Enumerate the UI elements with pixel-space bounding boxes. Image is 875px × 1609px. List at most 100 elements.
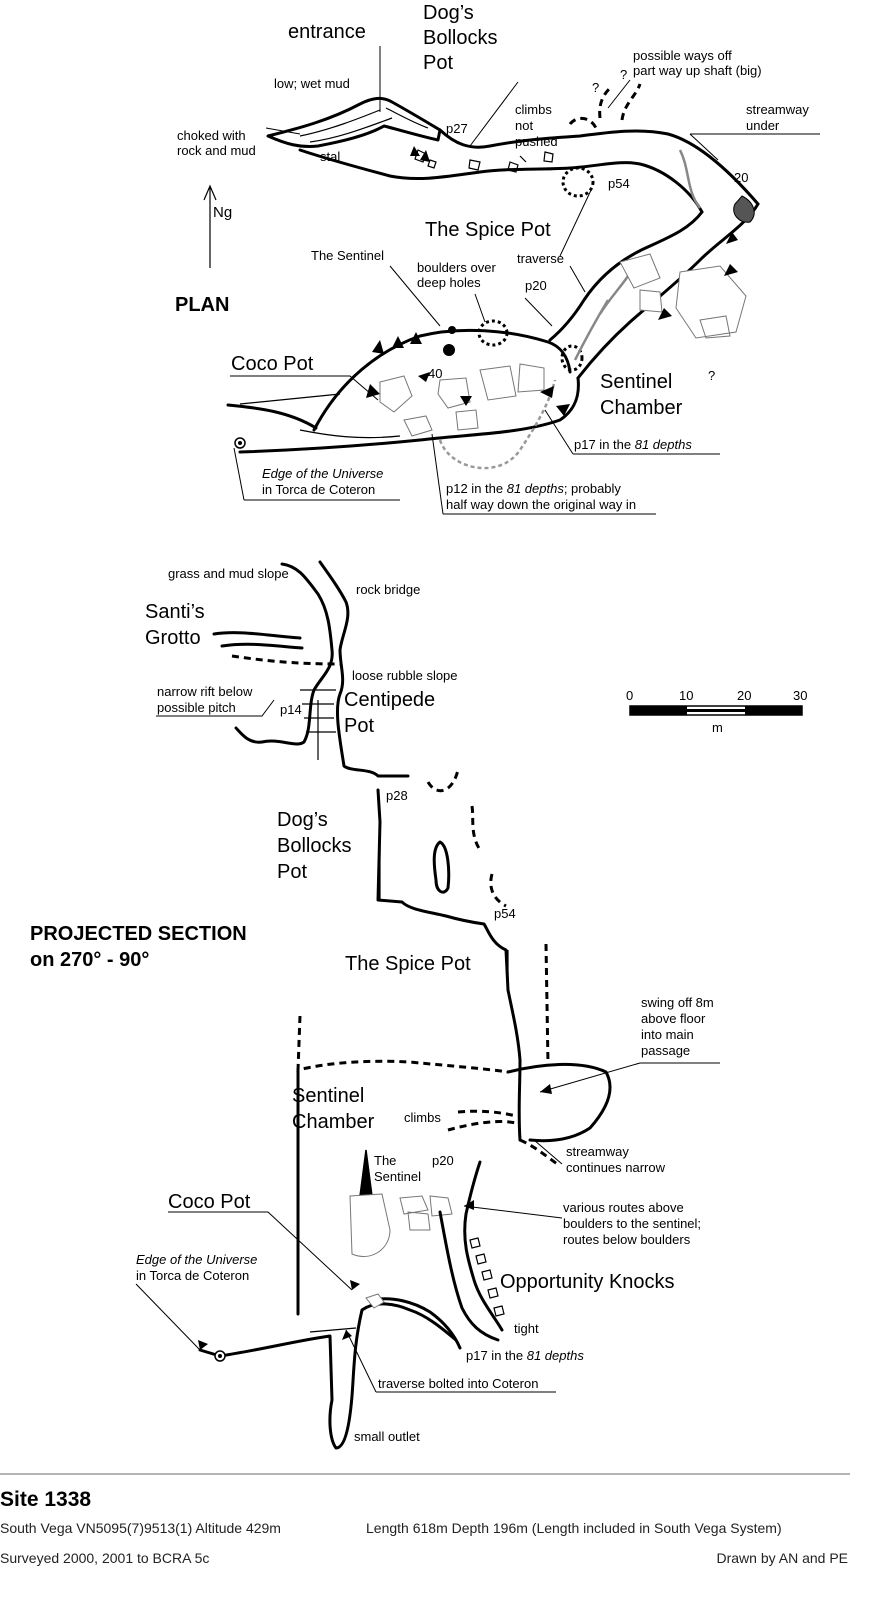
- section-label-various-3: routes below boulders: [563, 1232, 691, 1247]
- plan-p12-route: [438, 379, 557, 470]
- plan-sentinel-chamber-north: [312, 328, 572, 432]
- section-label-sentinel-1: The: [374, 1153, 396, 1168]
- plan-label-choked-2: rock and mud: [177, 143, 256, 158]
- plan-label-choked-1: choked with: [177, 128, 246, 143]
- section-label-santis-1: Santi’s: [145, 601, 205, 623]
- plan-label-climbs-2: not: [515, 118, 533, 133]
- section-label-various-1: various routes above: [563, 1200, 684, 1215]
- section-label-p20: p20: [432, 1153, 454, 1168]
- plan-label-chamber-1: Sentinel: [600, 371, 672, 393]
- scale-bar-segment-3: [745, 706, 802, 715]
- section-label-swing-1: swing off 8m: [641, 995, 714, 1010]
- section-label-chamber-2: Chamber: [292, 1111, 375, 1133]
- section-grotto-floor: [231, 654, 341, 666]
- plan-label-p12-2: half way down the original way in: [446, 497, 636, 512]
- plan-sentinel-marker-1: [448, 326, 456, 334]
- scale-bar-segment-1: [630, 706, 687, 715]
- plan-coco-pot-passage-south: [238, 376, 580, 454]
- section-climbs: [447, 1109, 521, 1132]
- scale-bar: 0 10 20 30 m: [626, 688, 807, 735]
- plan-heading: PLAN: [175, 294, 229, 316]
- section-edge-of-universe-dot: [218, 1354, 222, 1358]
- section-opportunity-west-wall: [438, 1210, 500, 1342]
- plan-label-q3: ?: [708, 368, 715, 383]
- plan-right-passage-west: [548, 210, 704, 342]
- section-label-narrow-2: possible pitch: [157, 700, 236, 715]
- plan-label-q1: ?: [592, 80, 599, 95]
- plan-label-depth-20: 20: [734, 170, 748, 185]
- section-label-dogs-1: Dog’s: [277, 809, 328, 831]
- plan-label-depth-40: 40: [428, 366, 442, 381]
- plan-label-spice-pot: The Spice Pot: [425, 219, 551, 241]
- section-label-small-outlet: small outlet: [354, 1429, 420, 1444]
- survey-footer: Site 1338 South Vega VN5095(7)9513(1) Al…: [0, 1473, 850, 1566]
- plan-label-stal: stal: [320, 149, 340, 164]
- section-heading-1: PROJECTED SECTION: [30, 923, 247, 945]
- plan-label-entrance: entrance: [288, 21, 366, 43]
- plan-label-edge-1: Edge of the Universe: [262, 466, 383, 481]
- section-sentinel-stalagmite: [359, 1149, 373, 1197]
- scale-bar-segment-2: [687, 709, 745, 712]
- scale-unit: m: [712, 720, 723, 735]
- section-label-edge-1: Edge of the Universe: [136, 1252, 257, 1267]
- scale-tick-0: 0: [626, 688, 633, 703]
- section-boulders: [349, 1193, 453, 1257]
- plan-right-passage-east: [576, 202, 760, 380]
- section-label-tight: tight: [514, 1321, 539, 1336]
- section-label-climbs: climbs: [404, 1110, 441, 1125]
- section-spice-pot-west-wall: [506, 988, 522, 1142]
- section-label-rock-bridge: rock bridge: [356, 582, 420, 597]
- section-label-santis-2: Grotto: [145, 627, 201, 649]
- section-label-chamber-1: Sentinel: [292, 1085, 364, 1107]
- plan-label-p20: p20: [525, 278, 547, 293]
- section-label-centipede-1: Centipede: [344, 689, 435, 711]
- scale-tick-30: 30: [793, 688, 807, 703]
- section-label-streamway-2: continues narrow: [566, 1160, 666, 1175]
- plan-boulder-hole-1: [477, 319, 509, 347]
- plan-label-climbs-1: climbs: [515, 102, 552, 117]
- section-label-p54: p54: [494, 906, 516, 921]
- section-p17-passage: [370, 1297, 462, 1350]
- section-label-opportunity: Opportunity Knocks: [500, 1271, 675, 1293]
- section-opportunity-east-wall: [463, 1160, 504, 1332]
- section-dogs-pot-pillar: [432, 840, 451, 894]
- section-label-traverse: traverse bolted into Coteron: [378, 1376, 538, 1391]
- plan-label-chamber-2: Chamber: [600, 397, 683, 419]
- plan-label-possible-2: part way up shaft (big): [633, 63, 762, 78]
- plan-label-streamway-2: under: [746, 118, 780, 133]
- section-entrance-east-wall: [318, 560, 410, 778]
- section-label-various-2: boulders to the sentinel;: [563, 1216, 701, 1231]
- plan-edge-of-universe-dot: [238, 441, 242, 445]
- plan-label-sentinel: The Sentinel: [311, 248, 384, 263]
- footer-drawn: Drawn by AN and PE: [716, 1550, 848, 1566]
- plan-mud-lines: [299, 107, 429, 143]
- section-label-dogs-2: Bollocks: [277, 835, 351, 857]
- section-label-swing-4: passage: [641, 1043, 690, 1058]
- footer-location: South Vega VN5095(7)9513(1) Altitude 429…: [0, 1520, 281, 1536]
- section-coco-pot-passage: [198, 1302, 458, 1450]
- plan-spice-pot-shaft: [561, 166, 595, 198]
- section-label-p14: p14: [280, 702, 302, 717]
- scale-tick-10: 10: [679, 688, 693, 703]
- section-label-grass: grass and mud slope: [168, 566, 289, 581]
- section-label-coco-pot: Coco Pot: [168, 1191, 251, 1213]
- plan-passage-north-wall: [438, 128, 760, 206]
- plan-label-climbs-3: pushed: [515, 134, 558, 149]
- section-label-swing-3: into main: [641, 1027, 694, 1042]
- plan-stal-rocks: [414, 149, 554, 173]
- section-dogs-pot-west-wall: [376, 788, 510, 992]
- section-leader-lines: [135, 699, 720, 1393]
- plan-label-streamway-1: streamway: [746, 102, 809, 117]
- plan-coco-pot-passage-north: [226, 403, 318, 430]
- section-label-loose: loose rubble slope: [352, 668, 458, 683]
- plan-label-edge-2: in Torca de Coteron: [262, 482, 375, 497]
- plan-shaft-ways-off: [568, 83, 642, 129]
- north-label: Ng: [213, 204, 232, 221]
- plan-label-q2: ?: [620, 67, 627, 82]
- plan-label-dogs-2: Bollocks: [423, 27, 497, 49]
- section-label-spice-pot: The Spice Pot: [345, 953, 471, 975]
- plan-coco-pot-outline: [239, 393, 401, 439]
- section-opportunity-boulders: [469, 1237, 505, 1317]
- plan-label-traverse: traverse: [517, 251, 564, 266]
- plan-traverse-route: [573, 299, 610, 361]
